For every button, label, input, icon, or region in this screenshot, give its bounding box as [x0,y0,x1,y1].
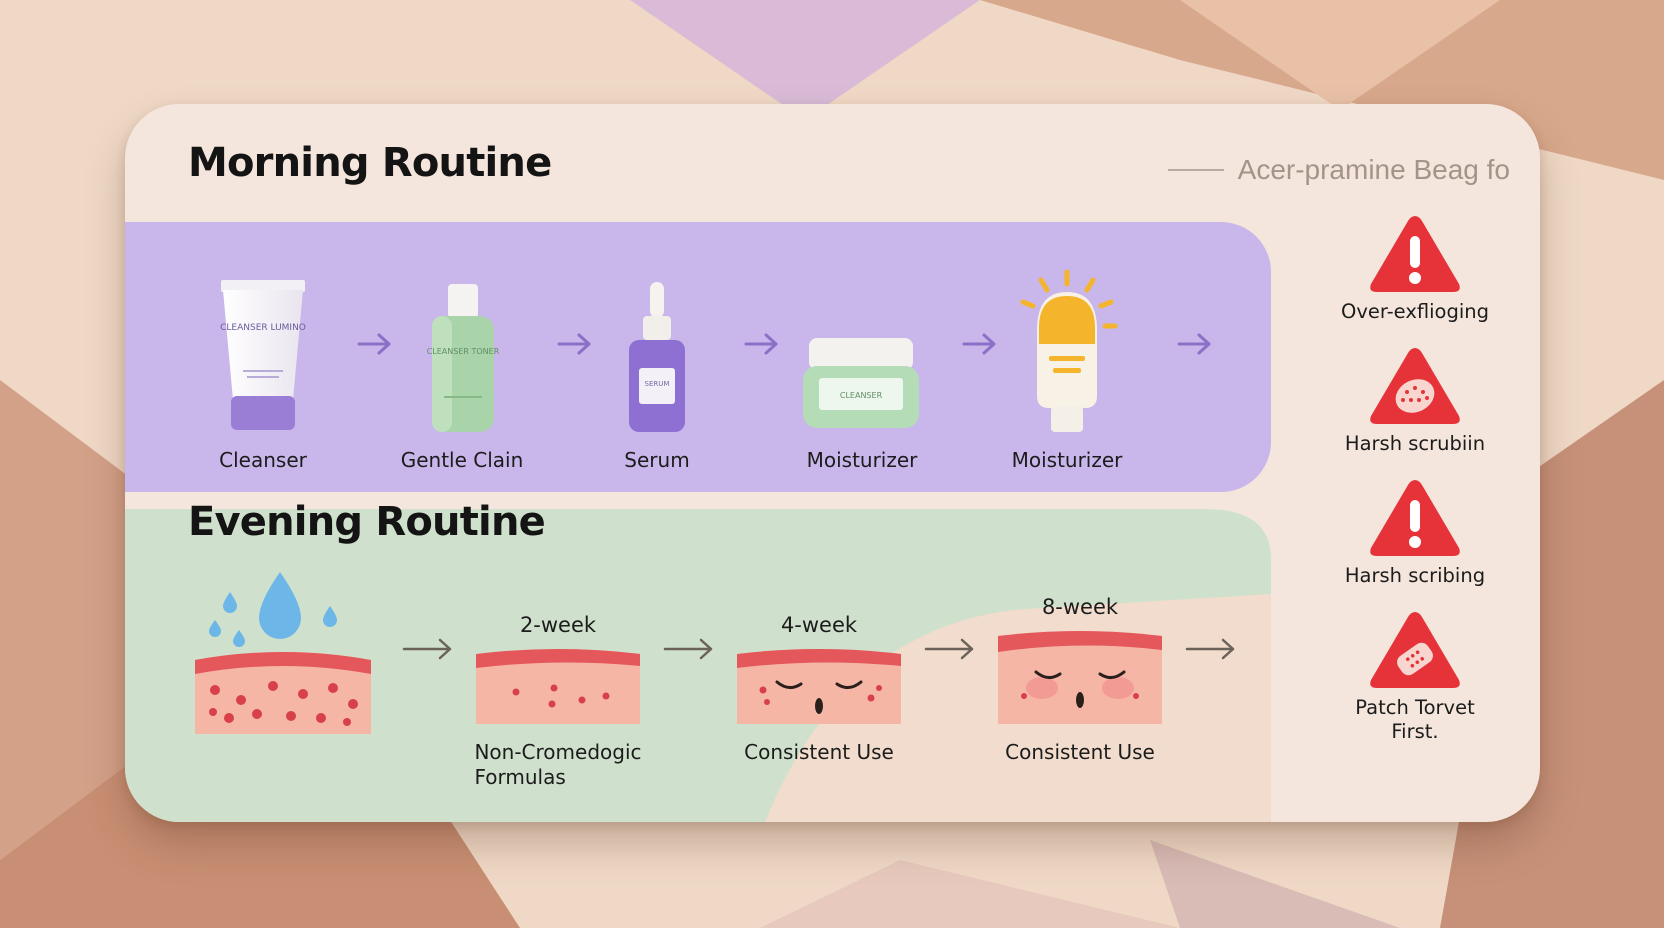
evening-stage-4-week: 4-week Consistent Use [719,612,919,765]
serum-dropper-icon: SERUM [629,282,685,432]
morning-step-label: Serum [624,448,690,472]
cleanser-tube-icon: CLEANSER LUMINO [220,280,306,430]
evening-stage-2-week: 2-week Non-Cromedogic Formulas [458,612,658,790]
morning-step-label: Moisturizer [806,448,918,472]
arrow-right-icon [357,333,391,355]
svg-text:CLEANSER TONER: CLEANSER TONER [427,347,500,356]
toner-bottle-icon: CLEANSER TONER [427,284,500,432]
skin-calming-icon [737,649,901,724]
svg-text:CLEANSER LUMINO: CLEANSER LUMINO [220,323,306,333]
skin-improving-icon [476,649,640,724]
evening-stage-hydration [183,572,383,742]
morning-routine-title: Morning Routine [188,140,552,186]
warning-exclamation-icon [1370,480,1460,556]
morning-step-sunscreen: Moisturizer [977,242,1157,472]
stage-period: 4-week [780,613,858,637]
warning-label: Harsh scrubiin [1344,432,1486,455]
warning-exclamation-icon [1370,216,1460,292]
morning-step-label: Gentle Clain [400,448,524,472]
warning-over-exfoliating: Over-exfliogin​g [1290,212,1540,324]
arrow-right-icon [557,333,591,355]
warning-label: Over-exfliogin​g [1340,300,1490,323]
warning-scrub-icon [1370,348,1460,424]
evening-routine-title: Evening Routine [188,499,546,545]
stage-period: 2-week [519,613,597,637]
morning-step-label: Moisturizer [1011,448,1123,472]
arrow-right-icon [663,638,713,660]
warning-label: Harsh scribing [1344,564,1486,587]
arrow-right-icon [1177,333,1211,355]
warning-patch-test: Patch Torvet First. [1290,608,1540,744]
arrow-right-icon [402,638,452,660]
skin-clear-icon [998,631,1162,724]
hydration-skin-icon [195,572,371,734]
morning-routine-panel: CLEANSER LUMINO Cleanser CLEANSER TONER … [125,222,1271,492]
sunscreen-bottle-icon [1020,269,1118,432]
warning-harsh-scrubbing: Harsh scrubiin [1290,344,1540,456]
svg-text:SERUM: SERUM [645,380,670,388]
morning-step-label: Cleanser [219,448,307,472]
arrow-right-icon [1185,638,1235,660]
svg-text:CLEANSER: CLEANSER [840,391,883,400]
warning-harsh-scribing: Harsh scribing [1290,476,1540,588]
warning-label: Patch Torvet First. [1355,696,1475,743]
stage-label: Consistent Use [744,740,894,764]
stage-label: Non-Cromedogic Formulas [474,740,642,789]
warning-patch-icon [1370,612,1460,688]
arrow-right-icon [962,333,996,355]
stage-period: 8-week [1041,595,1119,619]
arrow-right-icon [744,333,778,355]
arrow-right-icon [924,638,974,660]
morning-step-gentle-clain: CLEANSER TONER Gentle Clain [372,242,552,472]
routine-card: Morning Routine Acer-pramine Beag fo CLE… [125,104,1540,822]
morning-step-moisturizer: CLEANSER Moisturizer [772,242,952,472]
moisturizer-jar-icon: CLEANSER [803,338,919,428]
tagline-divider [1167,169,1224,171]
tagline-text: Acer-pramine Beag fo [1237,154,1510,185]
morning-step-serum: SERUM Serum [567,242,747,472]
stage-label: Consistent Use [1005,740,1155,764]
tagline: Acer-pramine Beag fo [1115,152,1510,188]
evening-stage-8-week: 8-week Consistent Use [980,594,1180,765]
morning-step-cleanser: CLEANSER LUMINO Cleanser [173,242,353,472]
warnings-column: Over-exfliogin​g Harsh scrubiin Harsh sc… [1290,212,1540,772]
